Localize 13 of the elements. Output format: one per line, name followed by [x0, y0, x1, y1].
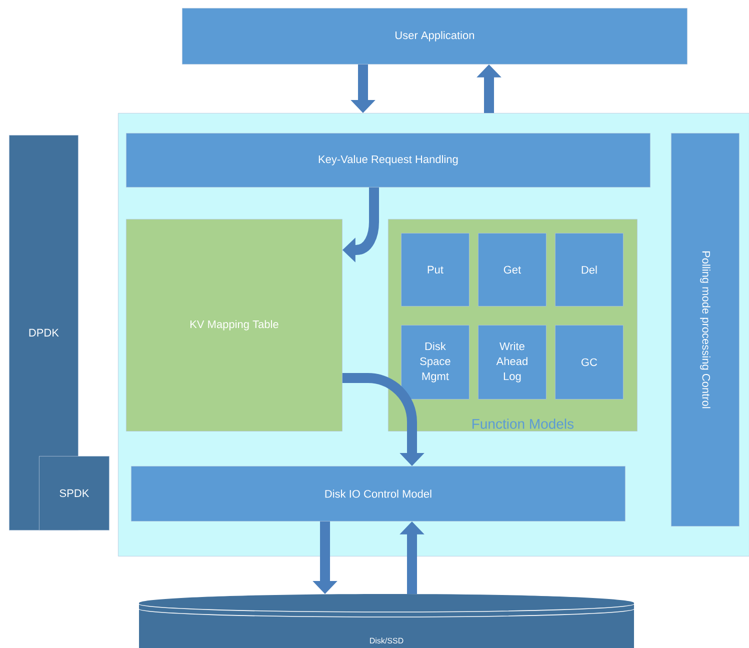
function-box: Disk Space Mgmt: [401, 325, 470, 400]
function-box: Write Ahead Log: [478, 325, 546, 400]
control-bar: Polling mode processing Control: [671, 133, 740, 526]
disk-drawing: Disk/SSD: [138, 594, 634, 648]
application-box: User Application: [182, 8, 688, 64]
function-box: Put: [401, 233, 470, 306]
process-box: Key-Value Request Handling: [126, 133, 650, 188]
function-box: Del: [555, 233, 624, 306]
table-box: KV Mapping Table: [126, 219, 342, 432]
function-box: Get: [478, 233, 546, 306]
library-box: SPDK: [39, 456, 110, 530]
process-box: Disk IO Control Model: [131, 466, 626, 522]
function-box: GC: [555, 325, 624, 400]
